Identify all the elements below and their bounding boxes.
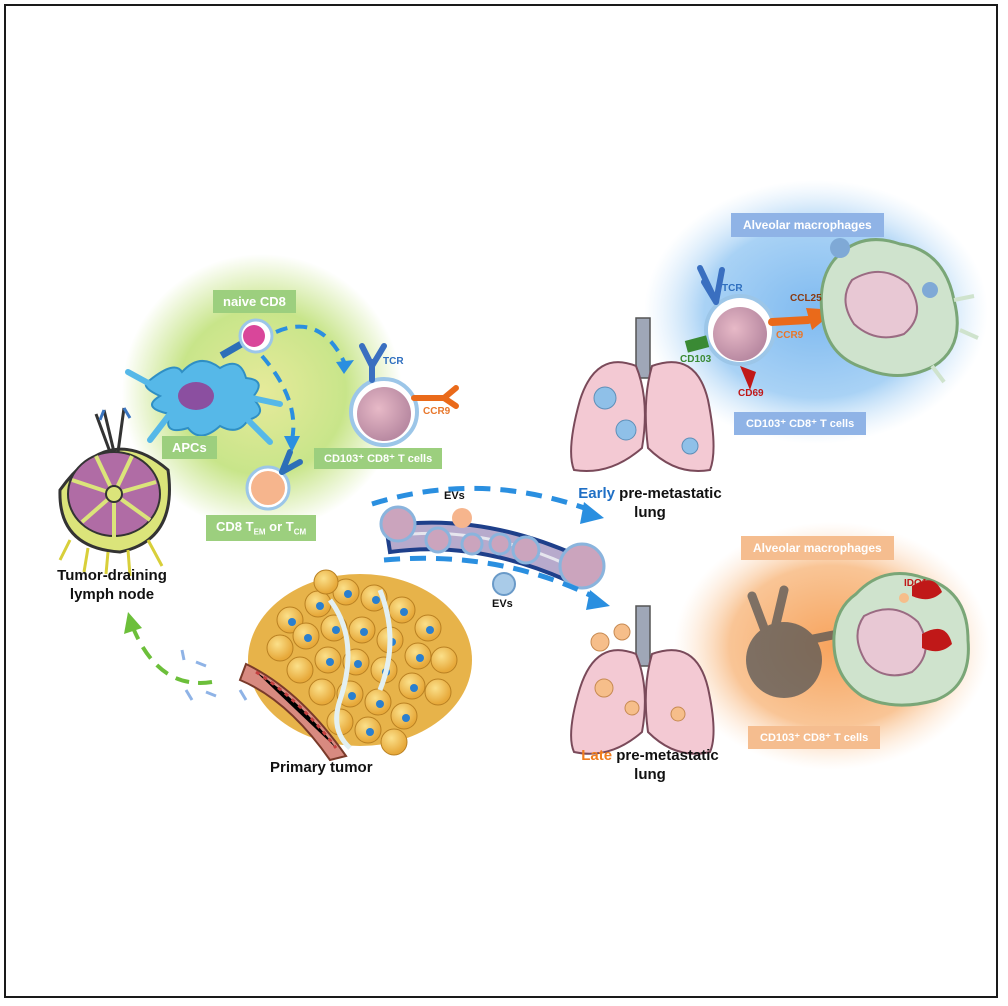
alveolar-macrophage-early xyxy=(819,238,979,384)
ccl25-label: CCL25 xyxy=(790,293,822,304)
alveolar-macrophage-late xyxy=(832,572,970,707)
alveolar-macrophages-box-late: Alveolar macrophages xyxy=(741,536,894,560)
apcs-label: APCs xyxy=(162,436,217,459)
cd103-t-cell-left xyxy=(349,343,459,447)
cd103-t-cells-box-left: CD103⁺ CD8⁺ T cells xyxy=(314,448,443,469)
lymph-node-illustration xyxy=(58,407,171,577)
apc-dendritic-cell xyxy=(125,340,283,445)
arrow-to-early-lung xyxy=(371,485,591,513)
arrow-naive-to-memory xyxy=(260,354,296,441)
cd69-label: CD69 xyxy=(738,388,764,399)
late-lung-illustration xyxy=(570,605,715,755)
cd103-t-cell-right xyxy=(684,265,836,390)
ido1-label: IDO1 xyxy=(904,578,928,589)
alveolar-macrophages-box-early: Alveolar macrophages xyxy=(731,213,884,237)
early-pre-metastatic-lung-label: Early pre-metastatic lung xyxy=(578,485,722,521)
ccr9-label-right: CCR9 xyxy=(776,330,804,341)
evs-label-bottom: EVs xyxy=(492,598,513,610)
ccr9-label-left: CCR9 xyxy=(423,406,451,417)
naive-cd8-label: naive CD8 xyxy=(213,290,296,313)
tcr-label-right: TCR xyxy=(722,283,743,294)
arrow-naive-to-cd103 xyxy=(275,324,348,367)
cd8-tem-tcm-cell xyxy=(245,449,303,511)
tcr-label-left: TCR xyxy=(383,356,404,367)
blood-vessel-with-evs xyxy=(379,505,606,596)
naive-cd8-cell xyxy=(238,318,274,354)
evs-label-top: EVs xyxy=(444,490,465,502)
tumor-draining-lymph-node-label: Tumor-draining lymph node xyxy=(57,567,167,603)
cd103-t-cells-box-late: CD103⁺ CD8⁺ T cells xyxy=(748,726,881,749)
figure-frame xyxy=(4,4,998,998)
late-pre-metastatic-lung-label: Late pre-metastatic lung xyxy=(581,747,719,783)
cd8-tem-tcm-label: CD8 TEM or TCM xyxy=(206,515,317,541)
early-lung-illustration xyxy=(570,317,715,472)
arrow-tumor-to-lymph-node xyxy=(132,629,213,685)
arrow-to-late-lung xyxy=(383,555,598,601)
primary-tumor-label: Primary tumor xyxy=(270,759,373,776)
cd103-t-cells-box-right: CD103⁺ CD8⁺ T cells xyxy=(734,412,867,435)
cd103-label: CD103 xyxy=(680,354,712,365)
primary-tumor-illustration xyxy=(238,569,472,762)
